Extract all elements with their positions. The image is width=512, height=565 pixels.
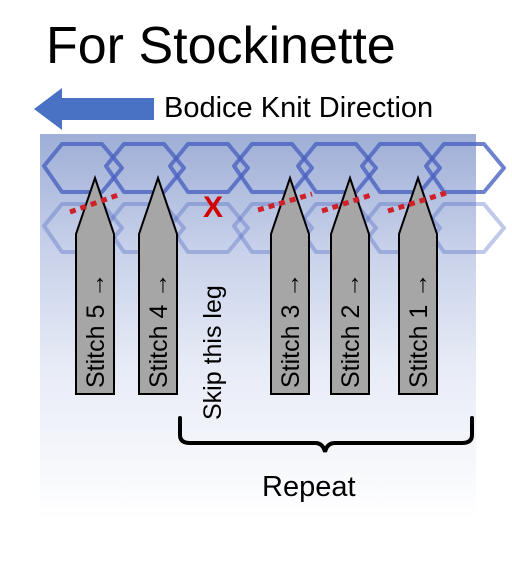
loop-bottom [424,202,506,254]
repeat-label: Repeat [262,471,356,503]
loop-row-top [42,142,506,194]
loop-bottom [360,202,442,254]
left-arrow-icon [34,88,154,130]
needle [270,174,310,395]
loop-top [104,142,186,194]
loop-row-bottom [42,202,506,254]
loop-bottom [42,202,124,254]
stitch-label: Stitch 1 → [405,273,433,388]
loop-top [168,142,250,194]
dashed-loop-line [321,191,375,214]
loop-bottom [296,202,378,254]
needle [398,174,438,395]
needle [330,174,370,395]
loop-top [42,142,124,194]
skip-leg-label: Skip this leg [199,285,227,420]
loop-top [360,142,442,194]
needle [138,174,178,395]
needle [75,174,115,395]
loop-bottom [168,202,250,254]
stitch-label: Stitch 2 → [337,273,365,388]
needle-group: Stitch 5 → Stitch 4 → Stitch 3 → Stitch 2 →… [69,174,447,395]
loop-bottom [104,202,186,254]
skip-x-mark: X [203,191,223,224]
dashed-loop-line [69,192,119,215]
page-title: For Stockinette [46,17,396,75]
loop-bottom [232,202,314,254]
knit-direction-label: Bodice Knit Direction [164,92,434,124]
dashed-loop-line [257,191,313,213]
stitch-label: Stitch 3 → [277,273,305,388]
stitch-label: Stitch 5 → [82,273,110,388]
repeat-bracket [178,416,474,453]
loop-top [296,142,378,194]
stitch-label: Stitch 4 → [145,273,173,388]
loop-top [232,142,314,194]
